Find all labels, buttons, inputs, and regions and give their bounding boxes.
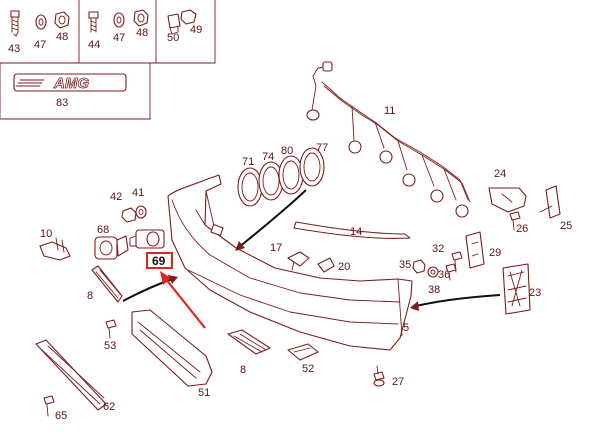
label-27: 27 [392,376,404,388]
label-44: 44 [88,39,100,51]
label-80: 80 [281,145,293,157]
ring-77[interactable] [299,147,325,187]
label-53: 53 [104,340,116,352]
clip-20[interactable] [317,257,335,273]
clip-17[interactable] [287,251,310,271]
label-11: 11 [384,105,395,117]
bracket-10[interactable] [39,237,71,261]
label-38: 38 [428,284,440,296]
label-8b: 8 [240,364,246,376]
label-36: 36 [438,269,450,281]
sensor-bracket-68[interactable] [94,235,129,260]
label-68: 68 [97,224,109,236]
bracket-24[interactable] [488,187,527,213]
highlight-arrow [164,277,206,329]
label-83: 83 [56,97,68,109]
washer-41[interactable] [135,205,147,219]
label-17: 17 [270,242,282,254]
wiring-harness-11[interactable] [306,61,471,218]
screw-53[interactable] [105,319,117,339]
label-24: 24 [494,168,506,180]
washer-36[interactable] [427,266,439,278]
label-10: 10 [40,228,52,240]
arrow-to-bumper-top [237,189,307,249]
license-plate-62[interactable] [35,339,107,411]
screw-43-icon[interactable] [10,10,20,37]
nut-49-icon[interactable] [180,9,197,25]
label-49: 49 [190,24,202,36]
bolt-38[interactable] [445,263,457,281]
reflector-8-left[interactable] [91,265,123,303]
arrow-to-bumper-right [411,294,501,308]
label-35: 35 [399,259,411,271]
label-62: 62 [103,401,115,413]
cover-52[interactable] [287,343,319,361]
license-plate-bracket-51[interactable] [131,309,213,387]
label-65: 65 [55,410,67,422]
label-48b: 48 [136,27,148,39]
screw-26[interactable] [509,211,521,231]
reflector-8-bottom[interactable] [227,329,271,355]
amg-badge[interactable]: AMG [13,73,127,92]
label-14: 14 [350,226,362,238]
label-77: 77 [316,142,328,154]
parking-sensor-69[interactable] [129,229,165,249]
bumper-cover-5[interactable] [167,174,413,351]
label-32: 32 [432,243,444,255]
nut-48b-icon[interactable] [133,9,149,27]
label-52: 52 [302,363,314,375]
screw-44-icon[interactable] [88,11,99,33]
label-23: 23 [529,287,541,299]
label-71: 71 [242,156,254,168]
amg-badge-panel [0,62,151,120]
screw-27[interactable] [373,365,385,387]
clip-50-icon[interactable] [167,13,181,35]
bracket-29[interactable] [465,231,485,269]
screw-65[interactable] [43,395,55,417]
label-29: 29 [489,247,501,259]
hardware-table [0,0,216,64]
ring-80[interactable] [278,155,304,195]
washer-47-icon[interactable] [35,14,47,30]
label-51: 51 [198,387,210,399]
label-26: 26 [516,223,528,235]
highlight-label-69: 69 [152,254,166,268]
highlight-callout: 69 [146,252,206,329]
label-8a: 8 [87,290,93,302]
nut-35[interactable] [412,259,426,274]
trim-strip-14[interactable] [293,221,411,239]
amg-logo-text: AMG [53,75,89,92]
label-47a: 47 [34,39,46,51]
label-43: 43 [8,43,20,55]
label-47b: 47 [113,32,125,44]
bracket-23[interactable] [502,263,531,315]
ring-74[interactable] [258,161,284,201]
nut-48-icon[interactable] [54,11,70,29]
bracket-25[interactable] [539,185,561,219]
label-5: 5 [403,322,409,334]
label-48a: 48 [56,31,68,43]
label-41: 41 [132,187,144,199]
label-25: 25 [560,220,572,232]
label-42: 42 [110,191,122,203]
ring-71[interactable] [237,167,263,207]
washer-47b-icon[interactable] [113,12,125,28]
label-74: 74 [262,151,274,163]
label-20: 20 [338,261,350,273]
nut-42[interactable] [121,207,137,223]
label-50: 50 [167,32,179,44]
